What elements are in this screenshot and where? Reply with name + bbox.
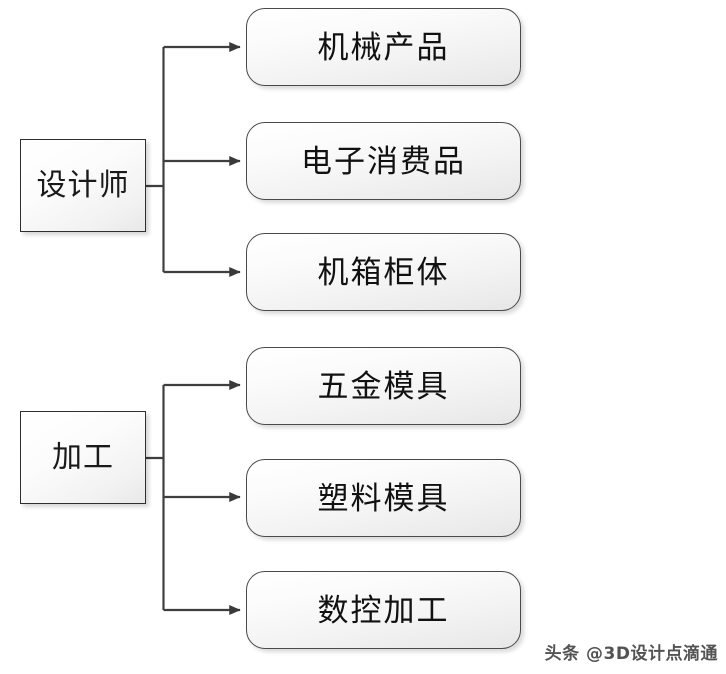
leaf-node-plastic-mold-label: 塑料模具 [317,480,450,516]
leaf-node-hardware-mold[interactable]: 五金模具 [246,347,521,425]
leaf-node-cnc-machining[interactable]: 数控加工 [246,571,521,649]
leaf-node-plastic-mold[interactable]: 塑料模具 [246,459,521,537]
root-node-designer[interactable]: 设计师 [20,139,146,232]
leaf-node-electronic-consumer-goods[interactable]: 电子消费品 [246,122,521,200]
leaf-node-chassis-cabinet-label: 机箱柜体 [317,254,450,290]
leaf-node-hardware-mold-label: 五金模具 [317,368,450,404]
leaf-node-chassis-cabinet[interactable]: 机箱柜体 [246,233,521,311]
root-node-machining-label: 加工 [52,440,114,474]
leaf-node-electronic-consumer-goods-label: 电子消费品 [301,143,466,179]
connector-group-designer [146,41,241,278]
leaf-node-mechanical-products[interactable]: 机械产品 [246,8,521,86]
root-node-machining[interactable]: 加工 [20,411,146,504]
connector-group-machining [146,379,241,616]
root-node-designer-label: 设计师 [36,168,130,202]
watermark-text: 头条 @3D设计点滴通 [544,644,718,664]
leaf-node-mechanical-products-label: 机械产品 [317,29,450,65]
leaf-node-cnc-machining-label: 数控加工 [317,592,450,628]
